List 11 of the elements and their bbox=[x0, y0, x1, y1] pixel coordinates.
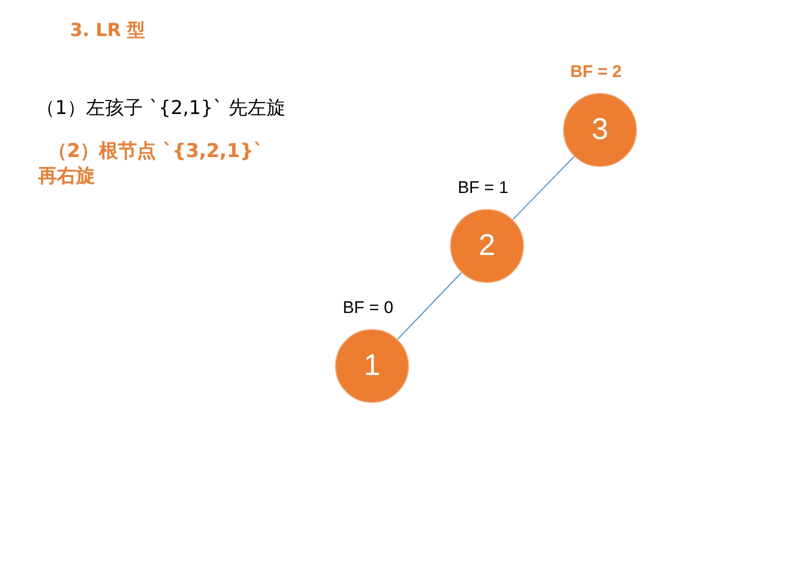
instruction-text: （2）根节点 `{3,2,1}` 再右旋 bbox=[38, 139, 264, 189]
balance-factor-label: BF = 2 bbox=[570, 62, 622, 82]
tree-edge bbox=[397, 272, 462, 340]
tree-edge bbox=[512, 156, 575, 220]
tree-node-circle: 1 bbox=[335, 329, 409, 403]
balance-factor-label: BF = 1 bbox=[458, 178, 508, 198]
title: 3. LR 型 bbox=[70, 19, 146, 42]
instruction-text: （1）左孩子 `{2,1}` 先左旋 bbox=[36, 96, 287, 121]
tree-node-circle: 3 bbox=[563, 93, 637, 167]
balance-factor-label: BF = 0 bbox=[342, 298, 394, 318]
tree-node-circle: 2 bbox=[450, 209, 524, 283]
